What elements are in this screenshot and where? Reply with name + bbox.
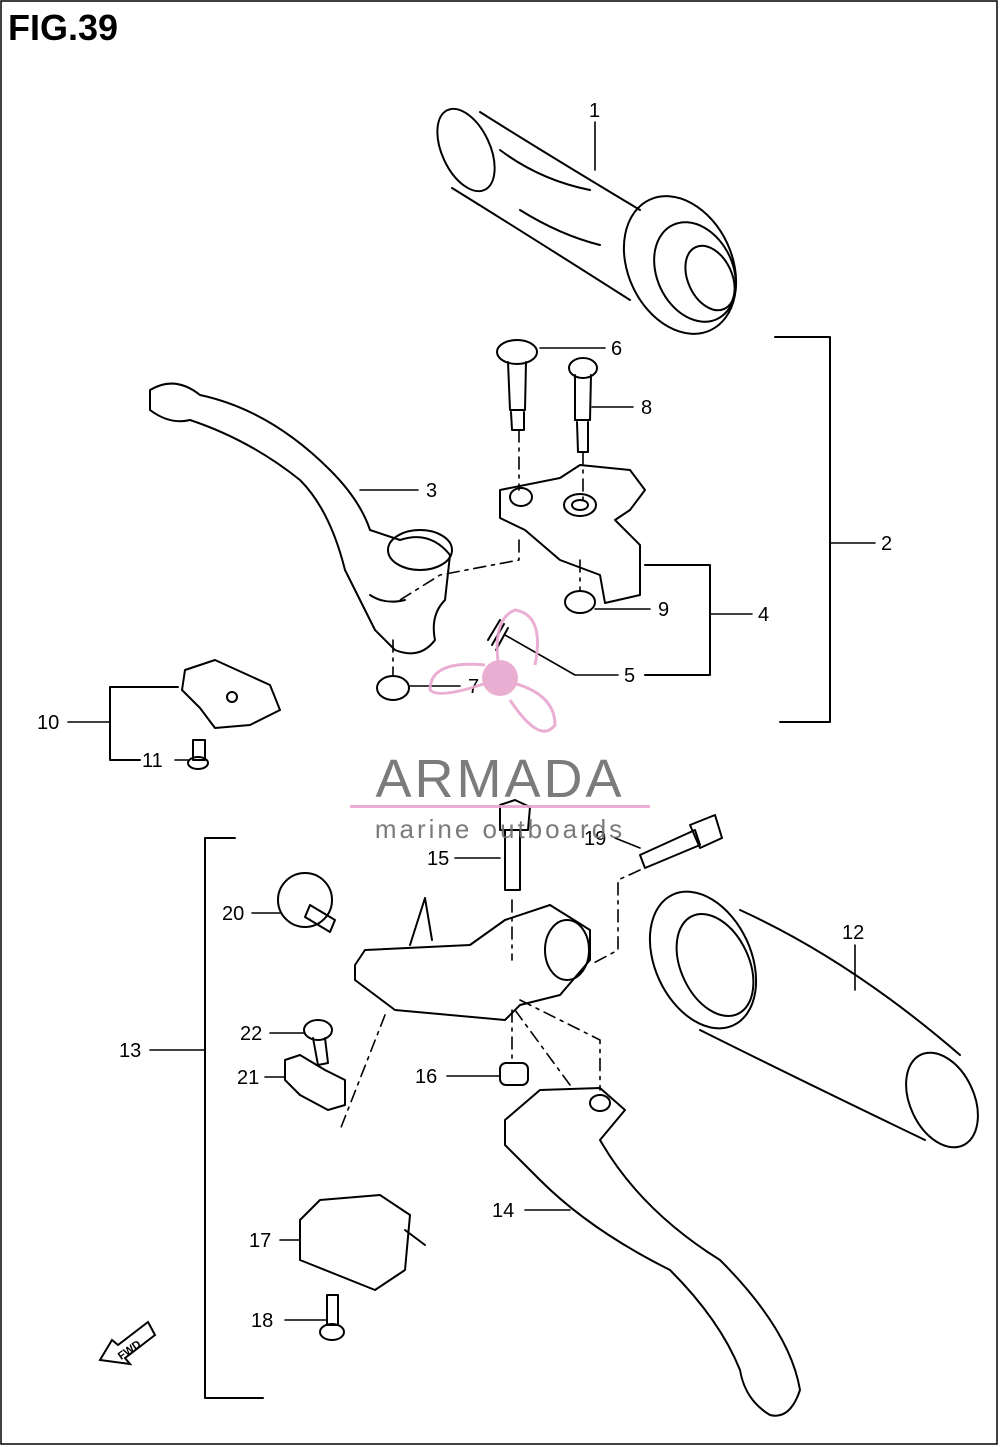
- callout-9: 9: [658, 599, 669, 621]
- callout-13: 13: [119, 1040, 141, 1062]
- callout-20: 20: [222, 903, 244, 925]
- part-clutch-lever: [504, 1087, 801, 1417]
- part-nut-9: [564, 590, 596, 614]
- watermark: ARMADA marine outboards: [350, 608, 650, 844]
- watermark-tagline: marine outboards: [375, 814, 625, 844]
- part-switch-17: [299, 1194, 426, 1291]
- callout-5: 5: [624, 665, 635, 687]
- callout-10: 10: [37, 712, 59, 734]
- part-screw-18: [319, 1294, 345, 1341]
- watermark-brand: ARMADA: [375, 749, 624, 809]
- part-screw-22: [303, 1019, 333, 1066]
- callout-12: 12: [842, 922, 864, 944]
- part-switch-10: [181, 659, 281, 729]
- part-nut-16: [499, 1062, 529, 1086]
- part-bolt-15: [499, 799, 531, 891]
- part-bolt-19: [639, 814, 723, 869]
- callout-3: 3: [426, 480, 437, 502]
- callout-labels: 1 2 3 4 5 6 7 8 9 10 11 12 13 14 15 16 1…: [37, 100, 892, 1332]
- part-clutch-holder: [354, 897, 591, 1021]
- part-clip-21: [284, 1054, 346, 1111]
- callout-4: 4: [758, 604, 769, 626]
- callout-6: 6: [611, 338, 622, 360]
- part-adjuster-20: [277, 872, 336, 933]
- part-nut-7: [376, 675, 410, 701]
- callout-11: 11: [142, 750, 163, 772]
- callout-17: 17: [249, 1230, 271, 1252]
- bracket-group-10: [109, 686, 179, 761]
- part-screw-11: [187, 739, 209, 770]
- leader-lines: [67, 121, 876, 1321]
- callout-16: 16: [415, 1066, 437, 1088]
- bracket-group-4: [644, 564, 711, 676]
- propeller-logo-icon: [428, 608, 557, 733]
- callout-18: 18: [251, 1310, 273, 1332]
- bracket-group-13: [204, 837, 264, 1399]
- callout-14: 14: [492, 1200, 514, 1222]
- part-pivot-bolt: [496, 339, 538, 431]
- callout-21: 21: [237, 1067, 259, 1089]
- callout-19: 19: [584, 828, 606, 850]
- propeller-hub: [482, 660, 518, 696]
- bracket-group-2: [774, 336, 831, 723]
- callout-2: 2: [881, 533, 892, 555]
- part-grip-right: [436, 107, 738, 335]
- callout-8: 8: [641, 397, 652, 419]
- callout-1: 1: [589, 100, 600, 122]
- assembly-lines: [339, 429, 641, 1131]
- callout-22: 22: [240, 1023, 262, 1045]
- part-lever-bracket: [499, 464, 646, 604]
- part-brake-lever: [149, 382, 453, 655]
- part-grip-left: [648, 890, 979, 1149]
- watermark-divider: [350, 805, 650, 808]
- callout-15: 15: [427, 848, 449, 870]
- figure-title: FIG.39: [8, 7, 118, 48]
